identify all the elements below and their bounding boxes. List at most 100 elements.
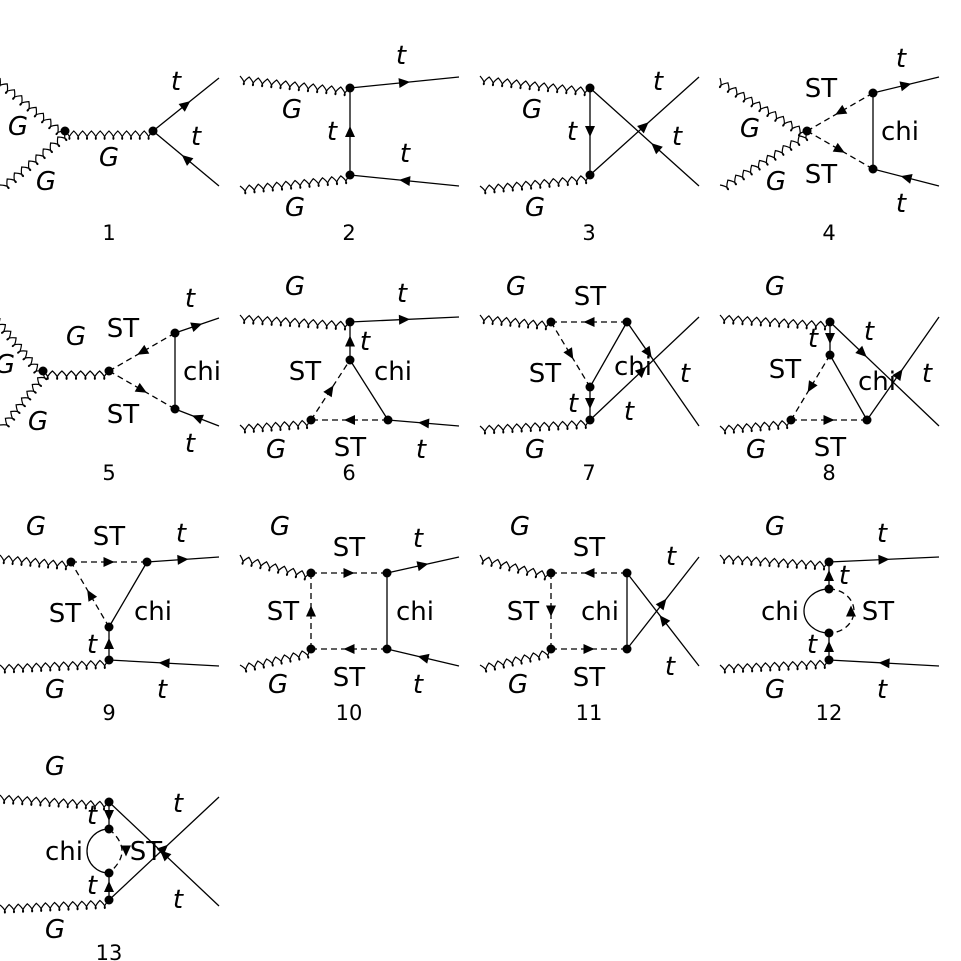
arrow-icon <box>878 554 890 565</box>
label-gluon: G <box>268 670 288 700</box>
label-top: t <box>877 675 888 705</box>
vertex-dot <box>170 328 180 338</box>
gluon-line <box>479 419 591 435</box>
arrow-icon <box>323 385 334 398</box>
label-top: t <box>400 139 411 169</box>
label-top: t <box>396 41 407 71</box>
gluon-line <box>239 314 351 331</box>
label-top: t <box>568 389 579 419</box>
label-top: t <box>360 327 371 357</box>
arrow-icon <box>825 333 835 344</box>
top-quark-line <box>829 321 940 427</box>
arrow-icon <box>416 561 429 572</box>
gluon-line <box>479 174 591 195</box>
label-chi: chi <box>858 367 896 397</box>
label-top: t <box>87 871 98 901</box>
vertex-dot <box>345 355 355 365</box>
arrow-icon <box>878 658 890 669</box>
label-top: t <box>567 117 578 147</box>
label-top: t <box>173 789 184 819</box>
label-top: t <box>666 542 677 572</box>
label-gluon: G <box>285 272 305 302</box>
label-stop: ST <box>334 433 367 463</box>
vertex-dot <box>546 568 556 578</box>
label-gluon: G <box>746 435 766 465</box>
label-top: t <box>680 359 691 389</box>
gluon-line <box>0 77 66 136</box>
gluon-line <box>479 554 552 581</box>
label-gluon: G <box>740 114 760 144</box>
gluon-line <box>719 314 831 331</box>
label-top: t <box>864 317 875 347</box>
arrow-icon <box>343 568 355 578</box>
gluon-line <box>0 899 110 914</box>
neutralino-loop <box>86 828 110 874</box>
arrow-icon <box>659 615 671 627</box>
arrow-icon <box>855 345 867 357</box>
vertex-dot <box>345 170 355 180</box>
top-quark-line <box>589 87 700 187</box>
vertex-dot <box>585 415 595 425</box>
stop-loop <box>108 828 123 874</box>
vertex-dot <box>546 317 556 327</box>
arrow-icon <box>583 568 595 578</box>
diagram-number: 13 <box>96 941 123 961</box>
label-top: t <box>839 561 850 591</box>
label-chi: chi <box>183 357 221 387</box>
vertex-dot <box>585 170 595 180</box>
label-gluon: G <box>525 193 545 223</box>
label-stop: ST <box>49 599 82 629</box>
vertex-dot <box>585 382 595 392</box>
label-gluon: G <box>270 512 290 542</box>
vertex-dot <box>60 126 70 136</box>
label-stop: ST <box>814 433 847 463</box>
label-top: t <box>807 630 818 660</box>
label-stop: ST <box>573 533 606 563</box>
arrow-icon <box>156 844 168 856</box>
gluon-line <box>239 554 312 581</box>
gluon-line <box>42 370 110 380</box>
arrow-icon <box>641 345 652 358</box>
gluon-line <box>479 648 552 673</box>
diagram-number: 6 <box>342 461 355 485</box>
gluon-line <box>239 75 351 97</box>
label-top: t <box>808 324 819 354</box>
label-top: t <box>416 435 427 465</box>
arrow-icon <box>892 369 903 381</box>
diagram-number: 11 <box>576 701 603 725</box>
label-gluon: G <box>0 350 15 380</box>
label-gluon: G <box>522 95 542 125</box>
label-top: t <box>87 630 98 660</box>
gluon-line <box>239 419 312 434</box>
label-top: t <box>672 122 683 152</box>
arrow-icon <box>160 850 172 862</box>
arrow-icon <box>191 414 204 425</box>
label-top: t <box>185 429 196 459</box>
vertex-dot <box>786 415 796 425</box>
label-top: t <box>191 122 202 152</box>
vertex-dot <box>383 415 393 425</box>
label-chi: chi <box>761 597 799 627</box>
diagram-number: 4 <box>822 221 835 245</box>
label-chi: chi <box>396 597 434 627</box>
label-gluon: G <box>99 143 119 173</box>
vertex-dot <box>382 568 392 578</box>
diagram-number: 9 <box>102 701 115 725</box>
gluon-line <box>0 554 72 571</box>
vertex-dot <box>862 415 872 425</box>
arrow-icon <box>824 641 834 652</box>
arrow-icon <box>104 810 114 821</box>
vertex-dot <box>585 83 595 93</box>
arrow-icon <box>104 638 114 649</box>
stop-line <box>806 130 874 170</box>
vertex-dot <box>104 655 114 665</box>
vertex-dot <box>170 404 180 414</box>
vertex-dot <box>104 622 114 632</box>
label-gluon: G <box>45 675 65 705</box>
label-gluon: G <box>766 167 786 197</box>
label-top: t <box>413 670 424 700</box>
neutralino-loop <box>803 588 830 634</box>
